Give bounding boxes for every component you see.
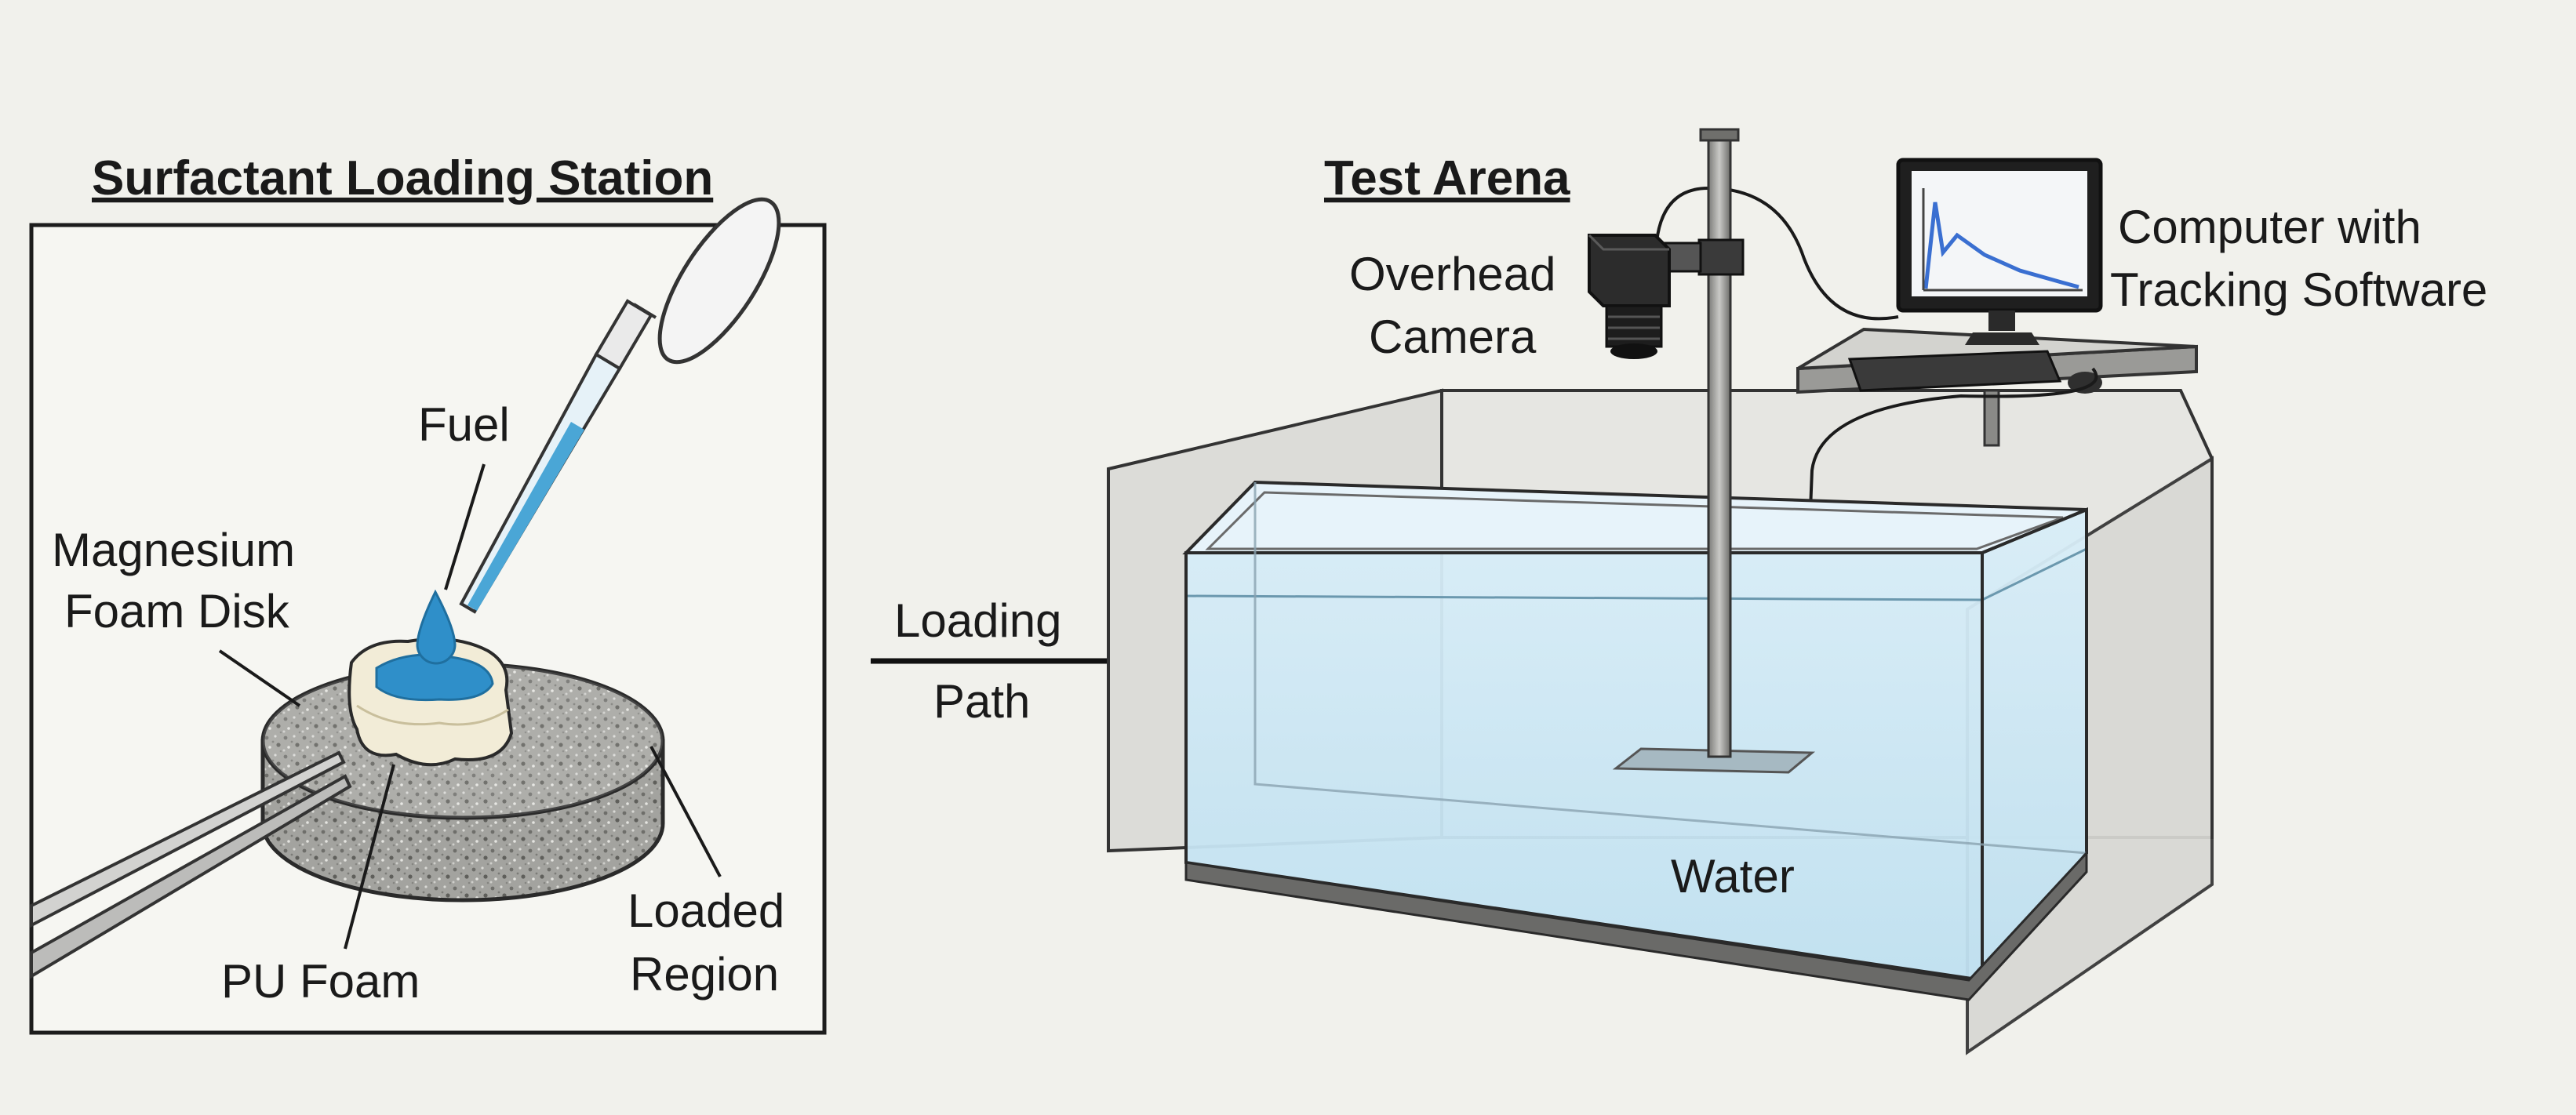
tweezers [30,750,352,979]
computer-label-line1: Computer with [2118,201,2421,253]
overhead-camera [1588,234,1745,359]
pipette [459,197,781,614]
magnesium-foam-disk-label-line2: Foam Disk [64,585,290,637]
tank-base [1184,850,2088,1001]
loading-station-title: Surfactant Loading Station [92,151,713,205]
loaded-region-label-line2: Region [630,948,779,1001]
desk-cable [1809,367,2098,510]
pu-foam-piece [347,637,514,767]
loading-path-label-line2: Path [933,675,1030,728]
fuel-leader-line [444,463,486,590]
overhead-camera-label-line1: Overhead [1349,248,1556,300]
computer-label-line2: Tracking Software [2110,263,2487,316]
monitor [1896,158,2103,345]
keyboard [1847,350,2062,392]
loading-path-label-line1: Loading [894,594,1062,647]
water-tank [1182,480,2088,1001]
loading-station-panel: Surfactant Loading Station [29,151,827,1035]
test-arena-title: Test Arena [1324,151,1570,205]
water-body [1186,510,2087,980]
camera-cable [1655,186,1899,321]
pu-foam-leader-line [344,764,395,950]
loaded-region-label-line1: Loaded [628,884,784,937]
magnesium-foam-disk-leader-line [218,649,301,707]
fuel-droplet [416,589,457,665]
computer-mouse [2068,372,2102,394]
water-label: Water [1671,850,1795,903]
loading-path-connector: Loading Path [871,594,1167,728]
overhead-camera-label-line2: Camera [1369,311,1537,363]
loaded-region-leader-line [649,746,722,877]
magnesium-foam-disk-label-line1: Magnesium [52,524,295,576]
camera-stand-pole [1707,128,1732,758]
computer-workstation [1796,158,2198,447]
pu-foam-label: PU Foam [221,955,420,1008]
tracking-curve-display [1923,202,2079,289]
fuel-label: Fuel [418,398,510,451]
test-arena: Test Arena [1107,128,2487,1055]
